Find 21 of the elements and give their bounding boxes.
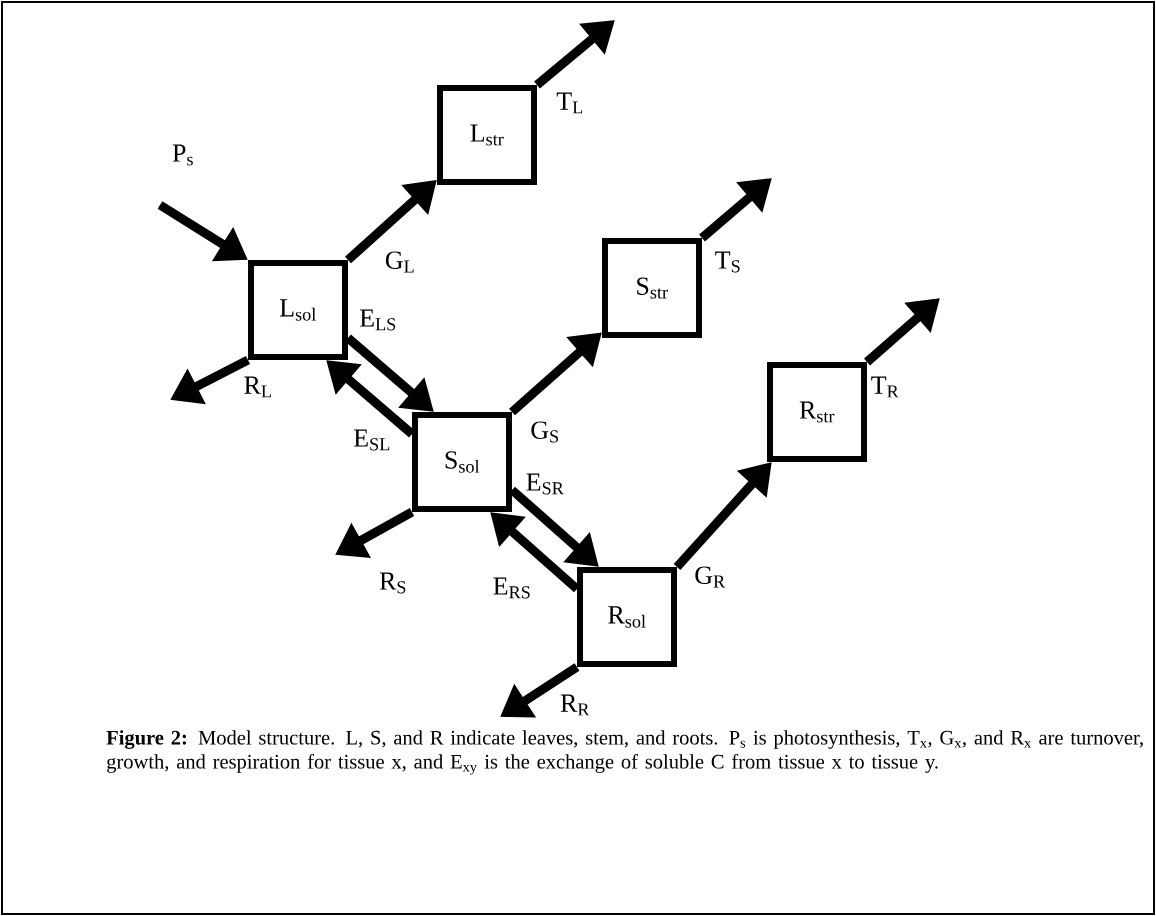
edge-label: E$_{RS}$ <box>493 577 530 599</box>
edge-label: E$_{SL}$ <box>353 429 390 451</box>
compartment-box: R$_{sol}$ <box>577 567 677 667</box>
edge-label: R$_{R}$ <box>560 694 590 716</box>
compartment-box: S$_{str}$ <box>602 238 702 338</box>
compartment-box: R$_{str}$ <box>767 362 867 462</box>
edge-label: T$_{S}$ <box>715 251 740 273</box>
compartment-box: S$_{sol}$ <box>412 412 512 512</box>
edge-label: E$_{SR}$ <box>526 473 564 495</box>
edge-label: G$_{S}$ <box>531 421 559 443</box>
edge-label: G$_{R}$ <box>695 566 726 588</box>
edge-label: T$_{L}$ <box>556 92 583 114</box>
compartment-box: L$_{sol}$ <box>248 260 348 360</box>
edge-label: E$_{LS}$ <box>359 309 396 331</box>
edge-label: R$_{S}$ <box>379 572 406 594</box>
edge-label: G$_{L}$ <box>385 251 414 273</box>
edge-label: R$_{L}$ <box>244 376 271 398</box>
edge-label: T$_{R}$ <box>871 376 899 398</box>
edge-label: P$_{s}$ <box>172 144 193 166</box>
compartment-box: L$_{str}$ <box>437 85 537 185</box>
caption: Figure 2: Model structure. L, S, and R indicate leaves, stem, and roots. P$_{s}$ is photosynthesis, T$_{x}$, G$_{x}$, and R$_{x}$ are turnover, growth, and respiration for tissue x, and E$_{xy}$ is the exchange of soluble C from tissue x to tissue y. <box>106 730 1143 775</box>
